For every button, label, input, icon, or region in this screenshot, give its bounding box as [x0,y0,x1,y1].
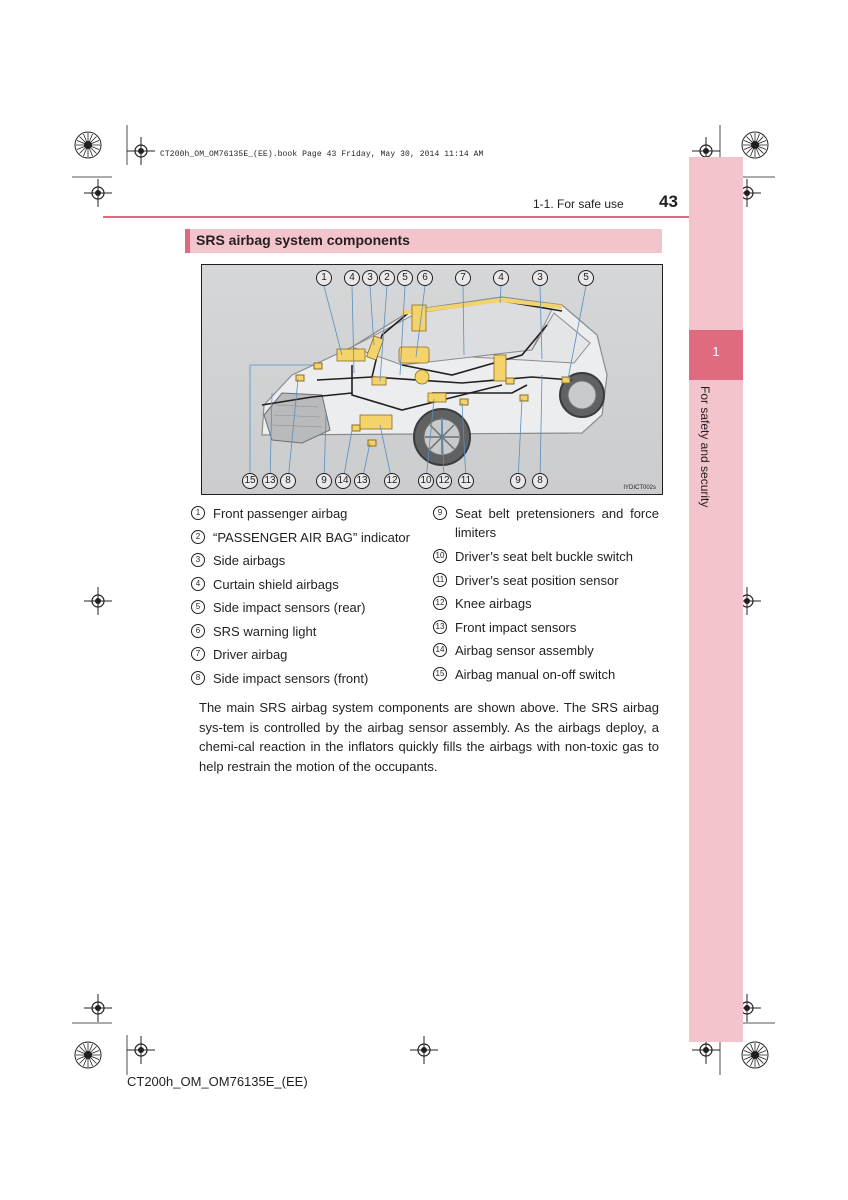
callout-12: 12 [384,473,400,489]
callout-4: 4 [344,270,360,286]
section-label: 1-1. For safe use [533,197,624,211]
car-illustration [249,285,608,482]
legend-item: 15 Airbag manual on-off switch [433,665,615,684]
legend-text: Curtain shield airbags [213,576,339,592]
callout-3: 3 [362,270,378,286]
legend-number: 15 [433,666,447,681]
legend-number: 14 [433,643,447,657]
legend-item: 11 Driver’s seat position sensor [433,571,619,590]
heading-bar [185,229,662,253]
legend-text: SRS warning light [213,623,317,639]
legend-number: 13 [433,619,447,634]
legend-number: 10 [433,549,447,563]
callout-4b: 4 [493,270,509,286]
legend-item: 12 Knee airbags [433,594,532,613]
legend-text: Airbag manual on-off switch [455,666,616,682]
callout-2: 2 [379,270,395,286]
legend-text: Driver airbag [213,647,288,662]
legend-text: Knee airbags [455,596,532,611]
callout-11: 11 [458,473,474,489]
legend-number: 3 [191,553,205,567]
callout-3b: 3 [532,270,548,286]
legend-item: 7 Driver airbag [191,645,287,664]
legend-text: Side airbags [213,553,286,568]
page-number: 43 [659,192,678,211]
legend-number: 9 [433,506,447,520]
callout-9b: 9 [510,473,526,489]
callout-8: 8 [280,473,296,489]
legend-item: 5 Side impact sensors (rear) [191,598,365,617]
legend-item: 10 Driver’s seat belt buckle switch [433,547,633,566]
callout-12b: 12 [436,473,452,489]
legend-number: 12 [433,596,447,610]
chapter-number-tab: 1 [689,330,743,380]
body-paragraph: The main SRS airbag system components ar… [199,700,659,774]
legend-item: 3 Side airbags [191,551,285,570]
legend-text: Seat belt pretensioners and force limite… [455,506,659,540]
legend-item: 6 SRS warning light [191,622,316,641]
legend-number: 6 [191,623,205,638]
legend-text: Front passenger airbag [213,506,348,521]
callout-9: 9 [316,473,332,489]
legend-text: Front impact sensors [455,619,577,635]
footer-code: CT200h_OM_OM76135E_(EE) [127,1074,308,1089]
legend-item: 2 “PASSENGER AIR BAG” indicator [191,528,410,547]
section-heading: SRS airbag system components [196,232,410,248]
legend-text: Airbag sensor assembly [455,643,594,658]
callout-10: 10 [418,473,434,489]
legend-number: 7 [191,647,205,661]
legend-text: Side impact sensors (rear) [213,600,366,615]
callout-7: 7 [455,270,471,286]
legend-item: 14 Airbag sensor assembly [433,641,594,660]
print-line: CT200h_OM_OM76135E_(EE).book Page 43 Fri… [160,150,484,159]
callout-8b: 8 [532,473,548,489]
legend-item: 8 Side impact sensors (front) [191,669,368,688]
figure-code: IYDICT002s [623,485,656,491]
header-rule [103,216,689,218]
callout-14: 14 [335,473,351,489]
callout-5b: 5 [578,270,594,286]
chapter-title-vertical: For safety and security [698,386,712,508]
legend-number: 11 [433,572,447,587]
legend-item: 4 Curtain shield airbags [191,575,339,594]
legend-number: 1 [191,506,205,520]
chapter-side-tab [689,157,743,1042]
legend-item: 13 Front impact sensors [433,618,576,637]
legend-text: Side impact sensors (front) [213,670,369,686]
callout-5: 5 [397,270,413,286]
legend-number: 8 [191,670,205,685]
callout-15: 15 [242,473,258,489]
callout-1: 1 [316,270,332,286]
legend-number: 4 [191,576,205,591]
callout-13b: 13 [354,473,370,489]
legend-number: 5 [191,600,205,614]
callout-6: 6 [417,270,433,286]
legend-text: Driver’s seat position sensor [455,572,619,588]
airbag-diagram-figure: 1 4 3 2 5 6 7 4 3 5 15 13 8 9 14 13 12 1… [201,264,663,495]
legend-item: 9 Seat belt pretensioners and force limi… [433,504,659,542]
legend-item: 1 Front passenger airbag [191,504,347,523]
legend-text: Driver’s seat belt buckle switch [455,549,633,564]
legend-number: 2 [191,529,205,544]
callout-13: 13 [262,473,278,489]
legend-text: “PASSENGER AIR BAG” indicator [213,529,410,545]
